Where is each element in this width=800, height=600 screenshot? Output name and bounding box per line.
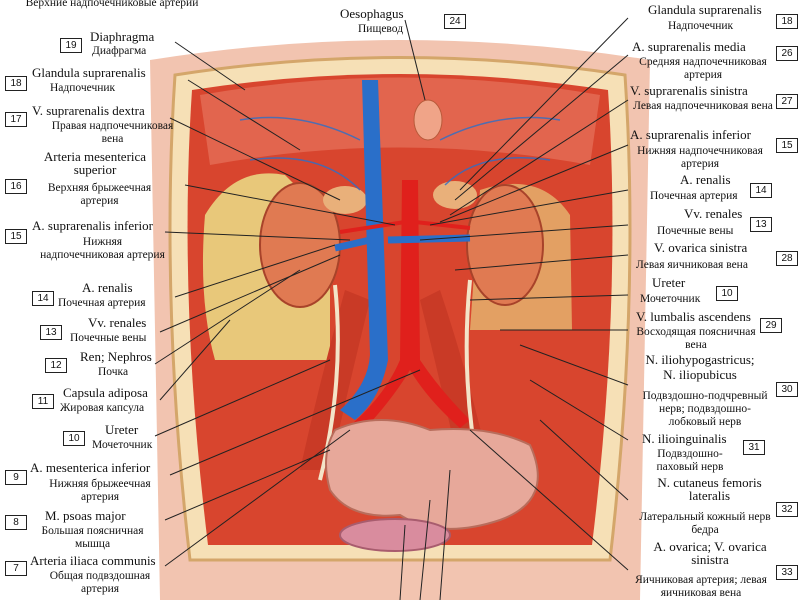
left-label-7-russian: Почечные вены: [70, 332, 147, 344]
left-label-2-latin: Glandula suprarenalis: [32, 65, 146, 80]
left-label-6-russian: Почечная артерия: [58, 297, 146, 309]
left-label-8-russian: Почка: [98, 366, 129, 378]
left-label-8-number: 12: [45, 358, 67, 373]
right-label-8-russian: Восходящая поясничная вена: [636, 326, 756, 351]
right-label-5-number: 13: [750, 217, 772, 232]
left-label-8-latin: Ren; Nephros: [80, 349, 152, 364]
right-label-2-latin: V. suprarenalis sinistra: [630, 83, 748, 98]
right-label-5-russian: Почечные вены: [657, 225, 734, 237]
left-label-12-russian: Большая поясничная мышца: [41, 525, 144, 550]
right-label-11-latin: N. cutaneus femoris lateralis: [657, 475, 762, 503]
left-label-3-latin: V. suprarenalis dextra: [32, 103, 145, 118]
right-label-7-latin: Ureter: [652, 275, 686, 290]
left-label-4-latin: Arteria mesenterica superior: [43, 149, 147, 177]
left-label-11-number: 9: [5, 470, 27, 485]
right-label-11-russian: Латеральный кожный нерв бедра: [639, 511, 771, 536]
left-label-12-number: 8: [5, 515, 27, 530]
right-label-6-russian: Левая яичниковая вена: [636, 259, 748, 271]
left-label-10-number: 10: [63, 431, 85, 446]
left-label-7-latin: Vv. renales: [88, 315, 147, 330]
left-label-1-number: 19: [60, 38, 82, 53]
right-label-2-russian: Левая надпочечниковая вена: [633, 100, 773, 112]
left-label-4-russian: Верхняя брыжеечная артерия: [47, 182, 152, 207]
right-label-3-russian: Нижняя надпочечниковая артерия: [637, 145, 763, 170]
right-label-9-number: 30: [776, 382, 798, 397]
right-label-4-number: 14: [750, 183, 772, 198]
right-label-7-russian: Мочеточник: [640, 293, 701, 305]
renal-vein-right: [334, 236, 371, 252]
right-label-10-latin: N. ilioinguinalis: [642, 431, 727, 446]
left-label-9-number: 11: [32, 394, 54, 409]
uterus: [339, 518, 451, 552]
right-label-9-russian: Подвздошно-подчревный нерв; подвздошно-л…: [642, 390, 768, 428]
left-label-6-number: 14: [32, 291, 54, 306]
left-label-5-number: 15: [5, 229, 27, 244]
adrenal-right: [323, 186, 367, 214]
right-label-1-latin: A. suprarenalis media: [632, 39, 746, 54]
right-label-11-number: 32: [776, 502, 798, 517]
left-label-3-russian: Правая надпочечниковая вена: [51, 120, 174, 145]
right-label-7-number: 10: [716, 286, 738, 301]
right-label-4-russian: Почечная артерия: [650, 190, 738, 202]
left-label-9-russian: Жировая капсула: [60, 402, 145, 414]
left-label-12-latin: M. psoas major: [45, 508, 126, 523]
left-label-10-russian: Мочеточник: [92, 439, 153, 451]
left-label-3-number: 17: [5, 112, 27, 127]
right-label-6-number: 28: [776, 251, 798, 266]
left-label-2-russian: Надпочечник: [50, 82, 116, 94]
inferior-vena-cava: [340, 80, 388, 420]
right-label-12-number: 33: [776, 565, 798, 580]
left-label-0-russian: Верхние надпочечниковые артерии: [25, 0, 199, 9]
right-label-1-russian: Средняя надпочечниковая артерия: [639, 56, 767, 81]
adrenal-left: [433, 181, 477, 209]
right-label-3-latin: A. suprarenalis inferior: [630, 127, 751, 142]
right-label-8-latin: V. lumbalis ascendens: [636, 309, 751, 324]
top-label-0-latin: Oesophagus: [340, 6, 404, 21]
left-label-2-number: 18: [5, 76, 27, 91]
left-label-1-russian: Диафрагма: [92, 45, 147, 57]
right-label-12-latin: A. ovarica; V. ovarica sinistra: [653, 539, 767, 567]
top-label-0-russian: Пищевод: [358, 23, 404, 35]
left-label-5-russian: Нижняя надпочечниковая артерия: [40, 236, 165, 261]
right-label-8-number: 29: [760, 318, 782, 333]
left-label-13-russian: Общая подвздошная артерия: [49, 570, 151, 595]
left-label-11-russian: Нижняя брыжеечная артерия: [49, 478, 151, 503]
aorta: [352, 180, 470, 432]
left-label-13-number: 7: [5, 561, 27, 576]
left-label-5-latin: A. suprarenalis inferior: [32, 218, 153, 233]
right-label-0-russian: Надпочечник: [668, 20, 734, 32]
right-label-9-latin: N. iliohypogastricus; N. iliopubicus: [645, 352, 755, 382]
right-label-5-latin: Vv. renales: [684, 206, 743, 221]
right-label-3-number: 15: [776, 138, 798, 153]
right-label-6-latin: V. ovarica sinistra: [654, 240, 748, 255]
left-label-10-latin: Ureter: [105, 422, 139, 437]
right-label-1-number: 26: [776, 46, 798, 61]
left-label-7-number: 13: [40, 325, 62, 340]
right-label-10-number: 31: [743, 440, 765, 455]
right-label-10-russian: Подвздошно-паховый нерв: [656, 448, 724, 473]
left-label-4-number: 16: [5, 179, 27, 194]
right-label-4-latin: A. renalis: [680, 172, 731, 187]
right-label-0-number: 18: [776, 14, 798, 29]
right-label-12-russian: Яичниковая артерия; левая яичниковая вен…: [635, 574, 767, 599]
left-label-1-latin: Diaphragma: [90, 29, 155, 44]
kidney-left: [466, 184, 544, 306]
right-label-2-number: 27: [776, 94, 798, 109]
left-label-13-latin: Arteria iliaca communis: [30, 553, 156, 568]
renal-vein-left: [387, 234, 471, 244]
right-label-0-latin: Glandula suprarenalis: [648, 2, 762, 17]
left-label-6-latin: A. renalis: [82, 280, 133, 295]
top-label-0-number: 24: [444, 14, 466, 29]
left-label-9-latin: Capsula adiposa: [63, 385, 148, 400]
left-label-11-latin: A. mesenterica inferior: [30, 460, 151, 475]
oesophagus: [413, 99, 443, 141]
